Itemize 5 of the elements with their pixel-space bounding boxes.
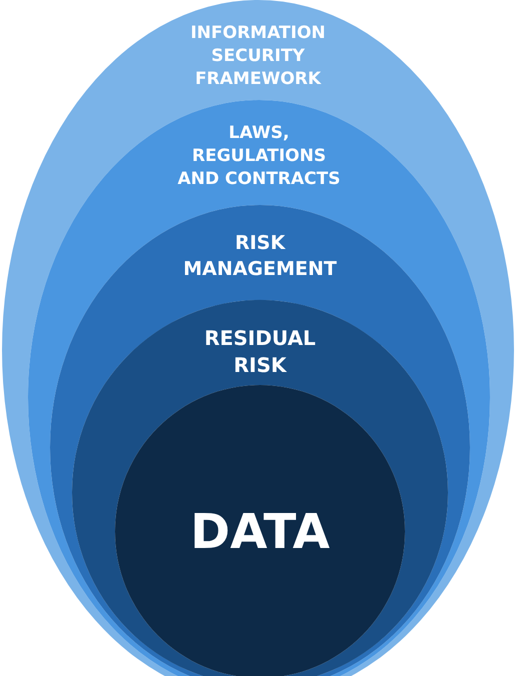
circle-label: DATA — [189, 503, 331, 562]
circle-label: LAWS, REGULATIONS AND CONTRACTS — [176, 122, 342, 191]
circle-label: RESIDUAL RISK — [203, 325, 317, 379]
circle-label: INFORMATION SECURITY FRAMEWORK — [189, 22, 327, 91]
circle-label: RISK MANAGEMENT — [182, 231, 338, 282]
